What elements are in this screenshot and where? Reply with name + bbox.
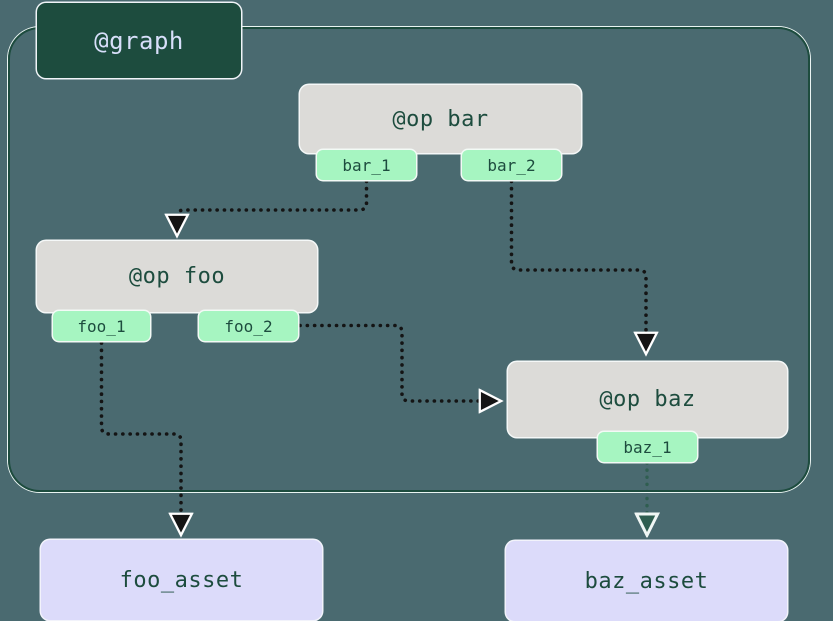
op-node-bar[interactable]: @op bar [300, 85, 581, 153]
op-node-bar-title: @op bar [392, 106, 489, 132]
op-node-baz-title: @op baz [599, 387, 696, 412]
output-pill-foo-1[interactable]: foo_1 [53, 311, 150, 341]
asset-node-baz-asset-title: baz_asset [584, 568, 709, 594]
op-node-baz[interactable]: @op baz [508, 362, 787, 437]
output-pill-bar-2-label: bar_2 [487, 155, 536, 175]
asset-node-baz-asset[interactable]: baz_asset [506, 541, 787, 621]
output-pill-baz-1[interactable]: baz_1 [598, 432, 697, 462]
op-node-foo-title: @op foo [128, 264, 226, 289]
output-pill-bar-1[interactable]: bar_1 [317, 150, 416, 180]
asset-node-foo-asset-title: foo_asset [119, 567, 244, 593]
output-pill-baz-1-label: baz_1 [623, 437, 672, 457]
graph-container-frame[interactable] [8, 27, 810, 492]
op-node-foo[interactable]: @op foo [37, 241, 317, 312]
output-pill-bar-2[interactable]: bar_2 [462, 150, 561, 180]
asset-node-foo-asset[interactable]: foo_asset [41, 540, 322, 620]
output-pill-bar-1-label: bar_1 [342, 155, 391, 175]
output-pill-foo-2[interactable]: foo_2 [199, 311, 298, 341]
output-pill-foo-2-label: foo_2 [224, 316, 273, 336]
output-pill-foo-1-label: foo_1 [77, 316, 126, 336]
graph-label-chip[interactable]: @graph [37, 3, 241, 78]
graph-label-text: @graph [94, 26, 184, 55]
